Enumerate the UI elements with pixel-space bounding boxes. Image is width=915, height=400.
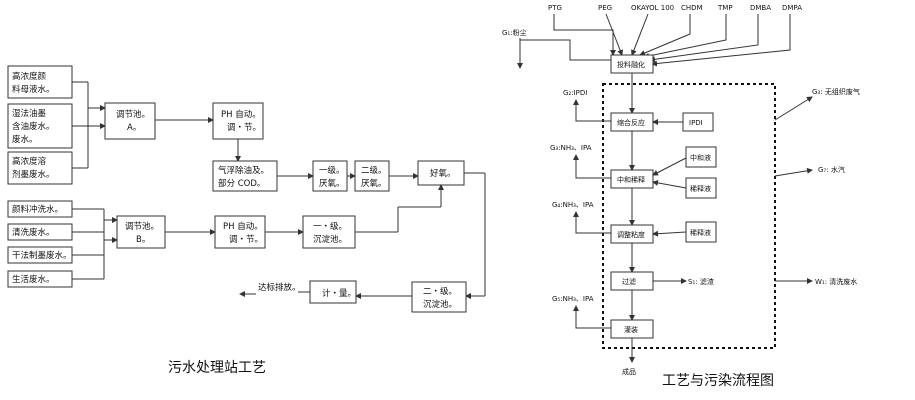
flow-arrow bbox=[649, 14, 759, 63]
flow-arrow bbox=[553, 14, 616, 56]
right-caption: 工艺与污染流程图 bbox=[662, 373, 774, 389]
node-label: 灌装 bbox=[624, 325, 638, 334]
g7-water-vapor: G₇: 水汽 bbox=[818, 165, 845, 174]
node-label: 部分 COD。 bbox=[218, 178, 265, 189]
node-label: 沉淀池。 bbox=[423, 299, 457, 310]
node-label: PH 自动。 bbox=[223, 221, 263, 232]
flow-arrow bbox=[774, 96, 813, 121]
flow-arrow bbox=[652, 157, 687, 176]
node-label: 料母液水。 bbox=[12, 84, 55, 95]
adjusting-tank-a bbox=[104, 102, 156, 140]
node-label: 过滤 bbox=[622, 277, 636, 286]
node-label: 中和液 bbox=[690, 153, 711, 162]
left-caption: 污水处理站工艺 bbox=[168, 360, 266, 376]
node-label: 调节池。 bbox=[116, 109, 150, 120]
flow-arrow bbox=[774, 167, 813, 177]
node-label: 调整粘度 bbox=[617, 230, 645, 239]
flow-arrow bbox=[573, 305, 611, 329]
node-label: 投料融化 bbox=[617, 60, 645, 69]
aerobic-tank bbox=[417, 160, 465, 186]
node-label: 沉淀池。 bbox=[313, 234, 347, 245]
node-label: 废水。 bbox=[12, 134, 38, 145]
node-label: 气浮除油及。 bbox=[218, 165, 269, 176]
material-tmp: TMP bbox=[717, 4, 733, 12]
node-label: 稀释液 bbox=[690, 184, 711, 193]
material-dmba: DMBA bbox=[750, 4, 771, 12]
node-label: 生活废水。 bbox=[12, 274, 55, 285]
primary-settling-tank bbox=[302, 215, 356, 249]
material-peg: PEG bbox=[598, 4, 612, 12]
ph-auto-adjust-2 bbox=[214, 215, 266, 249]
node-label: PH 自动。 bbox=[221, 109, 261, 120]
node-label: IPDI bbox=[689, 119, 703, 127]
node-label: 调・节。 bbox=[229, 235, 263, 245]
node-label: 高浓度溶 bbox=[12, 156, 47, 167]
flow-arrow bbox=[652, 179, 687, 189]
node-label: 计・量。 bbox=[322, 288, 356, 299]
ph-auto-adjust-1 bbox=[212, 102, 264, 140]
flow-arrow bbox=[639, 14, 691, 56]
flow-arrow bbox=[573, 99, 611, 122]
node-label: 稀释液 bbox=[690, 228, 711, 237]
node-label: 湿法油墨 bbox=[12, 108, 47, 119]
input-solvent-ink-wastewater bbox=[7, 151, 73, 185]
flow-arrow bbox=[651, 14, 791, 67]
flow-arrow bbox=[631, 13, 649, 56]
node-label: 二级。 bbox=[361, 165, 387, 176]
node-label: 剂墨废水。 bbox=[12, 169, 55, 180]
node-label: A。 bbox=[127, 123, 141, 133]
flow-arrow bbox=[605, 13, 623, 56]
input-pigment-mother-liquor bbox=[7, 65, 73, 99]
finished-product: 成品 bbox=[622, 367, 636, 376]
g2-ipdi: G₂:IPDI bbox=[563, 89, 587, 97]
node-label: 调・节。 bbox=[227, 123, 261, 133]
node-label: 厌氧。 bbox=[319, 178, 345, 189]
secondary-settling-tank bbox=[411, 281, 467, 313]
node-label: 调节池。 bbox=[125, 221, 159, 232]
g5-nh3-ipa: G₅:NH₃、IPA bbox=[552, 295, 594, 303]
node-label: B。 bbox=[136, 235, 150, 245]
node-label: 一・级。 bbox=[313, 221, 347, 232]
wastewater-diagram: 高浓度颜 料母液水。 湿法油墨 含油废水。 废水。 高浓度溶 剂墨废水。 调节池… bbox=[7, 65, 486, 376]
g3-nh3-ipa: G₃:NH₃、IPA bbox=[550, 144, 592, 152]
flow-arrow bbox=[573, 211, 611, 234]
primary-anoxic bbox=[312, 160, 348, 192]
material-okayol: OKAYOL 100 bbox=[631, 4, 674, 12]
node-label: 颜料冲洗水。 bbox=[12, 204, 63, 215]
process-pollution-diagram: PTG PEG OKAYOL 100 CHDM TMP DMBA DMPA G₁… bbox=[502, 4, 860, 389]
flow-arrow bbox=[652, 230, 687, 237]
flow-arrow bbox=[643, 14, 727, 59]
neutralizing-agent bbox=[685, 146, 717, 168]
material-dmpa: DMPA bbox=[782, 4, 802, 12]
node-label: 清洗废水。 bbox=[12, 227, 55, 238]
node-label: 一级。 bbox=[319, 165, 345, 176]
material-chdm: CHDM bbox=[681, 4, 703, 12]
node-label: 厌氧。 bbox=[361, 178, 387, 189]
w1-cleaning-wastewater: W₁: 清洗废水 bbox=[815, 277, 857, 286]
s1-filter-residue: S₁: 滤渣 bbox=[688, 277, 714, 286]
input-oil-ink-wastewater bbox=[7, 103, 73, 149]
process-boundary bbox=[602, 83, 776, 349]
g3-fugitive-gas: G₃: 无组织废气 bbox=[812, 87, 860, 96]
node-label: 二・级。 bbox=[423, 286, 457, 297]
adjusting-tank-b bbox=[116, 215, 166, 249]
secondary-anoxic bbox=[354, 160, 390, 192]
node-label: 含油废水。 bbox=[12, 121, 55, 132]
discharge-label: 达标排放。 bbox=[258, 282, 301, 293]
node-label: 中和稀释 bbox=[617, 175, 645, 184]
g1-dust: G₁:粉尘 bbox=[502, 28, 527, 37]
node-label: 高浓度颜 bbox=[12, 71, 47, 82]
material-ptg: PTG bbox=[548, 4, 562, 12]
node-label: 干法制墨废水。 bbox=[12, 250, 72, 261]
flow-arrow bbox=[573, 154, 611, 179]
node-label: 缩合反应 bbox=[617, 118, 645, 127]
g4-nh3-ipa: G₄:NH₃、IPA bbox=[552, 201, 594, 209]
node-label: 好氧。 bbox=[430, 168, 456, 179]
flow-arrow bbox=[545, 39, 611, 61]
